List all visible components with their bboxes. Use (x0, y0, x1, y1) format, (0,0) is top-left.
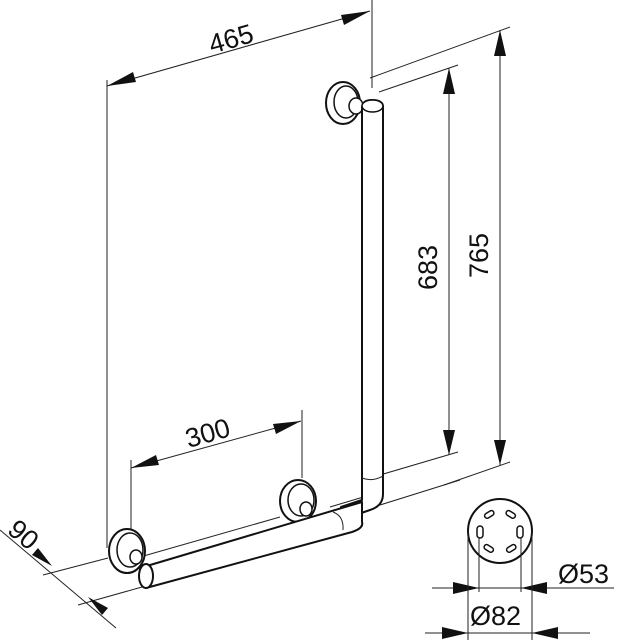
rose-slots (476, 509, 524, 553)
dimension-683 (378, 64, 459, 476)
vertical-tube (340, 99, 385, 521)
rose-detail-view (467, 498, 533, 564)
dim-765-label: 765 (464, 233, 494, 278)
dimension-300 (130, 410, 303, 530)
top-wall-rose (325, 81, 364, 125)
dimension-d53 (432, 538, 614, 594)
bottom-wall-rose (108, 528, 154, 589)
dimension-465 (106, 0, 373, 548)
dim-d53-label: Ø53 (558, 559, 609, 589)
horizontal-tube (139, 501, 364, 589)
dimension-765 (369, 26, 511, 486)
dimension-d82 (425, 531, 590, 640)
middle-wall-rose (279, 479, 317, 523)
dim-465-label: 465 (205, 18, 257, 59)
dim-d82-label: Ø82 (470, 601, 521, 631)
dimension-90 (0, 529, 143, 629)
dim-300-label: 300 (182, 413, 234, 454)
dim-683-label: 683 (413, 245, 443, 290)
